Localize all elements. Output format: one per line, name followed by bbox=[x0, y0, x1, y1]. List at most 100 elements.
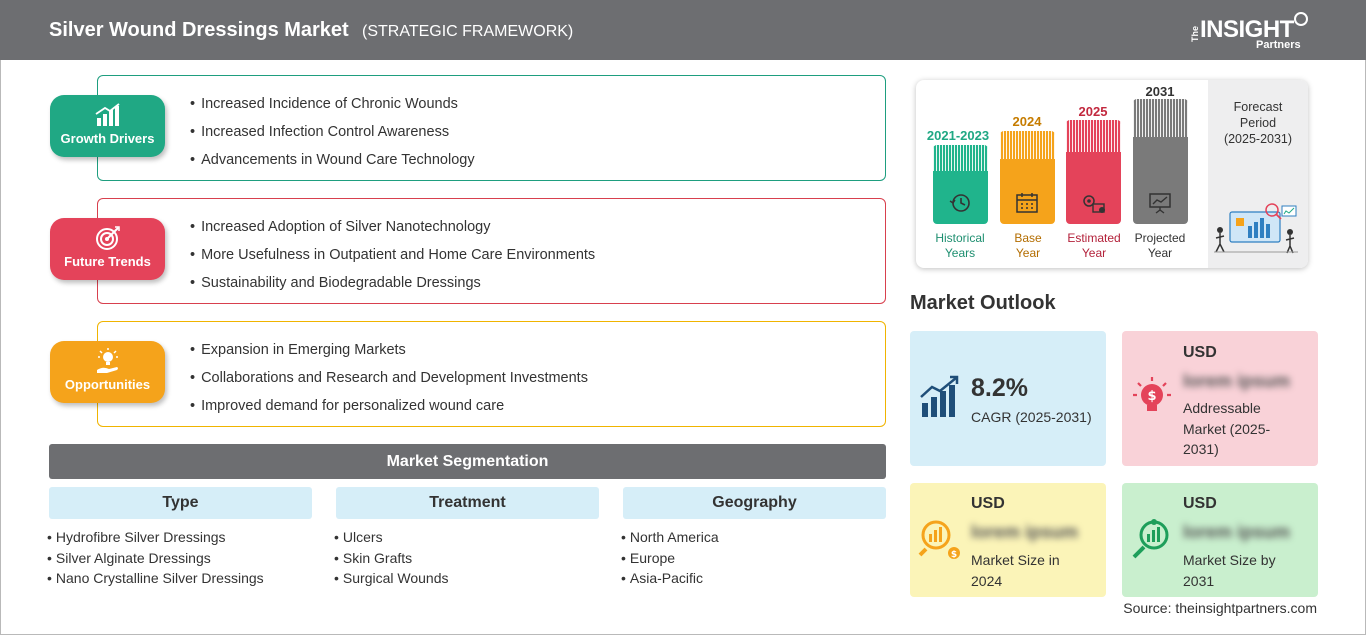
timeline-year-base: 2024 bbox=[1012, 114, 1042, 129]
source-citation[interactable]: Source: theinsightpartners.com bbox=[1123, 600, 1317, 616]
list-item: Skin Grafts bbox=[334, 548, 599, 569]
logo-the-text: The bbox=[1190, 25, 1200, 42]
lightbulb-hand-icon bbox=[96, 348, 118, 373]
addressable-desc: Addressable Market (2025-2031) bbox=[1183, 400, 1271, 457]
bar-stripes bbox=[1066, 120, 1121, 152]
growth-drivers-panel: Increased Incidence of Chronic Wounds In… bbox=[97, 75, 886, 181]
timeline-label-historical: Historical Years bbox=[922, 231, 998, 261]
forecast-line: Period bbox=[1239, 116, 1277, 130]
list-item: Asia-Pacific bbox=[621, 568, 886, 589]
opportunities-list: Expansion in Emerging Markets Collaborat… bbox=[190, 339, 588, 423]
list-item: Increased Incidence of Chronic Wounds bbox=[190, 93, 475, 121]
segment-treatment-list: Ulcers Skin Grafts Surgical Wounds bbox=[336, 527, 599, 589]
segment-type-header: Type bbox=[49, 487, 312, 519]
opportunities-label: Opportunities bbox=[64, 377, 151, 392]
segment-geography-header: Geography bbox=[623, 487, 886, 519]
list-item: Collaborations and Research and Developm… bbox=[190, 367, 588, 395]
timeline-label-line: Years bbox=[944, 246, 976, 260]
forecast-line: (2025-2031) bbox=[1223, 132, 1293, 146]
timeline-label-line: Year bbox=[1015, 246, 1041, 260]
timeline-label-line: Projected bbox=[1134, 231, 1186, 245]
timeline-label-line: Historical bbox=[935, 231, 985, 245]
bar-chart-growth-icon bbox=[95, 103, 120, 126]
growth-chart-icon bbox=[920, 375, 959, 417]
opportunities-panel: Expansion in Emerging Markets Collaborat… bbox=[97, 321, 886, 427]
timeline-year-historical: 2021-2023 bbox=[926, 128, 990, 143]
page-subtitle: (STRATEGIC FRAMEWORK) bbox=[362, 23, 574, 40]
segment-geography-list: North America Europe Asia-Pacific bbox=[623, 527, 886, 589]
segment-type-column: Type Hydrofibre Silver Dressings Silver … bbox=[49, 487, 312, 589]
timeline-bar-estimated bbox=[1066, 120, 1121, 224]
market-outlook-title: Market Outlook bbox=[910, 292, 1056, 314]
timeline-year-estimated: 2025 bbox=[1078, 104, 1108, 119]
timeline-bar-historical bbox=[933, 145, 988, 224]
bar-stripes bbox=[1133, 99, 1188, 137]
segment-treatment-header: Treatment bbox=[336, 487, 599, 519]
segmentation-title: Market Segmentation bbox=[49, 444, 886, 479]
future-trends-panel: Increased Adoption of Silver Nanotechnol… bbox=[97, 198, 886, 304]
analytics-team-illustration-icon bbox=[1214, 203, 1298, 254]
growth-drivers-label: Growth Drivers bbox=[60, 131, 155, 146]
list-item: Increased Infection Control Awareness bbox=[190, 121, 475, 149]
segment-geography-column: Geography North America Europe Asia-Paci… bbox=[623, 487, 886, 589]
bar-stripes bbox=[1000, 131, 1055, 159]
opportunities-badge: Opportunities bbox=[50, 341, 165, 403]
timeline-label-base: Base Year bbox=[990, 231, 1066, 261]
size-2031-value: lorem ipsum bbox=[1183, 522, 1291, 542]
list-item: Hydrofibre Silver Dressings bbox=[47, 527, 312, 548]
bar-stripes bbox=[933, 145, 988, 171]
list-item: Advancements in Wound Care Technology bbox=[190, 149, 475, 177]
growth-drivers-badge: Growth Drivers bbox=[50, 95, 165, 157]
size-2024-currency: USD bbox=[971, 495, 1005, 512]
timeline-bar-base bbox=[1000, 131, 1055, 224]
timeline-label-projected: Projected Year bbox=[1122, 231, 1198, 261]
cagr-value: 8.2% bbox=[971, 374, 1028, 402]
timeline-label-line: Base bbox=[1014, 231, 1042, 245]
future-trends-badge: Future Trends bbox=[50, 218, 165, 280]
list-item: Europe bbox=[621, 548, 886, 569]
size-2031-desc: Market Size by 2031 bbox=[1183, 552, 1276, 589]
timeline-label-line: Year bbox=[1147, 246, 1173, 260]
list-item: Nano Crystalline Silver Dressings bbox=[47, 568, 312, 589]
list-item: Ulcers bbox=[334, 527, 599, 548]
header-bar: Silver Wound Dressings Market (STRATEGIC… bbox=[0, 0, 1366, 60]
segment-treatment-column: Treatment Ulcers Skin Grafts Surgical Wo… bbox=[336, 487, 599, 589]
dollar-lightbulb-icon: $ bbox=[1133, 377, 1171, 411]
future-trends-label: Future Trends bbox=[64, 254, 151, 269]
timeline-label-line: Estimated bbox=[1067, 231, 1121, 245]
svg-text:$: $ bbox=[951, 550, 957, 560]
segment-type-list: Hydrofibre Silver Dressings Silver Algin… bbox=[49, 527, 312, 589]
timeline-label-line: Year bbox=[1081, 246, 1107, 260]
history-clock-icon bbox=[949, 194, 970, 212]
timeline-year-projected: 2031 bbox=[1145, 84, 1175, 99]
insight-partners-logo[interactable]: The INSIGHT Partners bbox=[1190, 12, 1310, 54]
list-item: North America bbox=[621, 527, 886, 548]
addressable-value: lorem ipsum bbox=[1183, 371, 1291, 391]
forecast-period-label: Forecast Period (2025-2031) bbox=[1214, 99, 1302, 147]
page-title: Silver Wound Dressings Market bbox=[49, 19, 349, 41]
list-item: Silver Alginate Dressings bbox=[47, 548, 312, 569]
forecast-line: Forecast bbox=[1233, 100, 1283, 114]
estimate-gear-icon bbox=[1083, 195, 1105, 213]
svg-text:$: $ bbox=[1147, 389, 1156, 404]
logo-ring-icon bbox=[1294, 12, 1308, 26]
magnifier-chart-icon: $ bbox=[918, 520, 960, 560]
logo-main-text: INSIGHT bbox=[1200, 16, 1294, 43]
list-item: More Usefulness in Outpatient and Home C… bbox=[190, 244, 595, 272]
presentation-chart-icon bbox=[1149, 193, 1171, 214]
cagr-label: CAGR (2025-2031) bbox=[971, 409, 1092, 425]
list-item: Increased Adoption of Silver Nanotechnol… bbox=[190, 216, 595, 244]
size-2031-currency: USD bbox=[1183, 495, 1217, 512]
future-trends-list: Increased Adoption of Silver Nanotechnol… bbox=[190, 216, 595, 300]
timeline-bar-projected bbox=[1133, 99, 1188, 224]
magnifier-growth-icon bbox=[1132, 519, 1169, 559]
growth-drivers-list: Increased Incidence of Chronic Wounds In… bbox=[190, 93, 475, 177]
timeline-label-estimated: Estimated Year bbox=[1056, 231, 1132, 261]
list-item: Surgical Wounds bbox=[334, 568, 599, 589]
size-2024-desc: Market Size in 2024 bbox=[971, 552, 1060, 589]
logo-partners-text: Partners bbox=[1256, 39, 1301, 51]
market-size-2024-card bbox=[910, 483, 1106, 597]
list-item: Improved demand for personalized wound c… bbox=[190, 395, 588, 423]
addressable-currency: USD bbox=[1183, 344, 1217, 361]
target-icon bbox=[95, 226, 120, 250]
